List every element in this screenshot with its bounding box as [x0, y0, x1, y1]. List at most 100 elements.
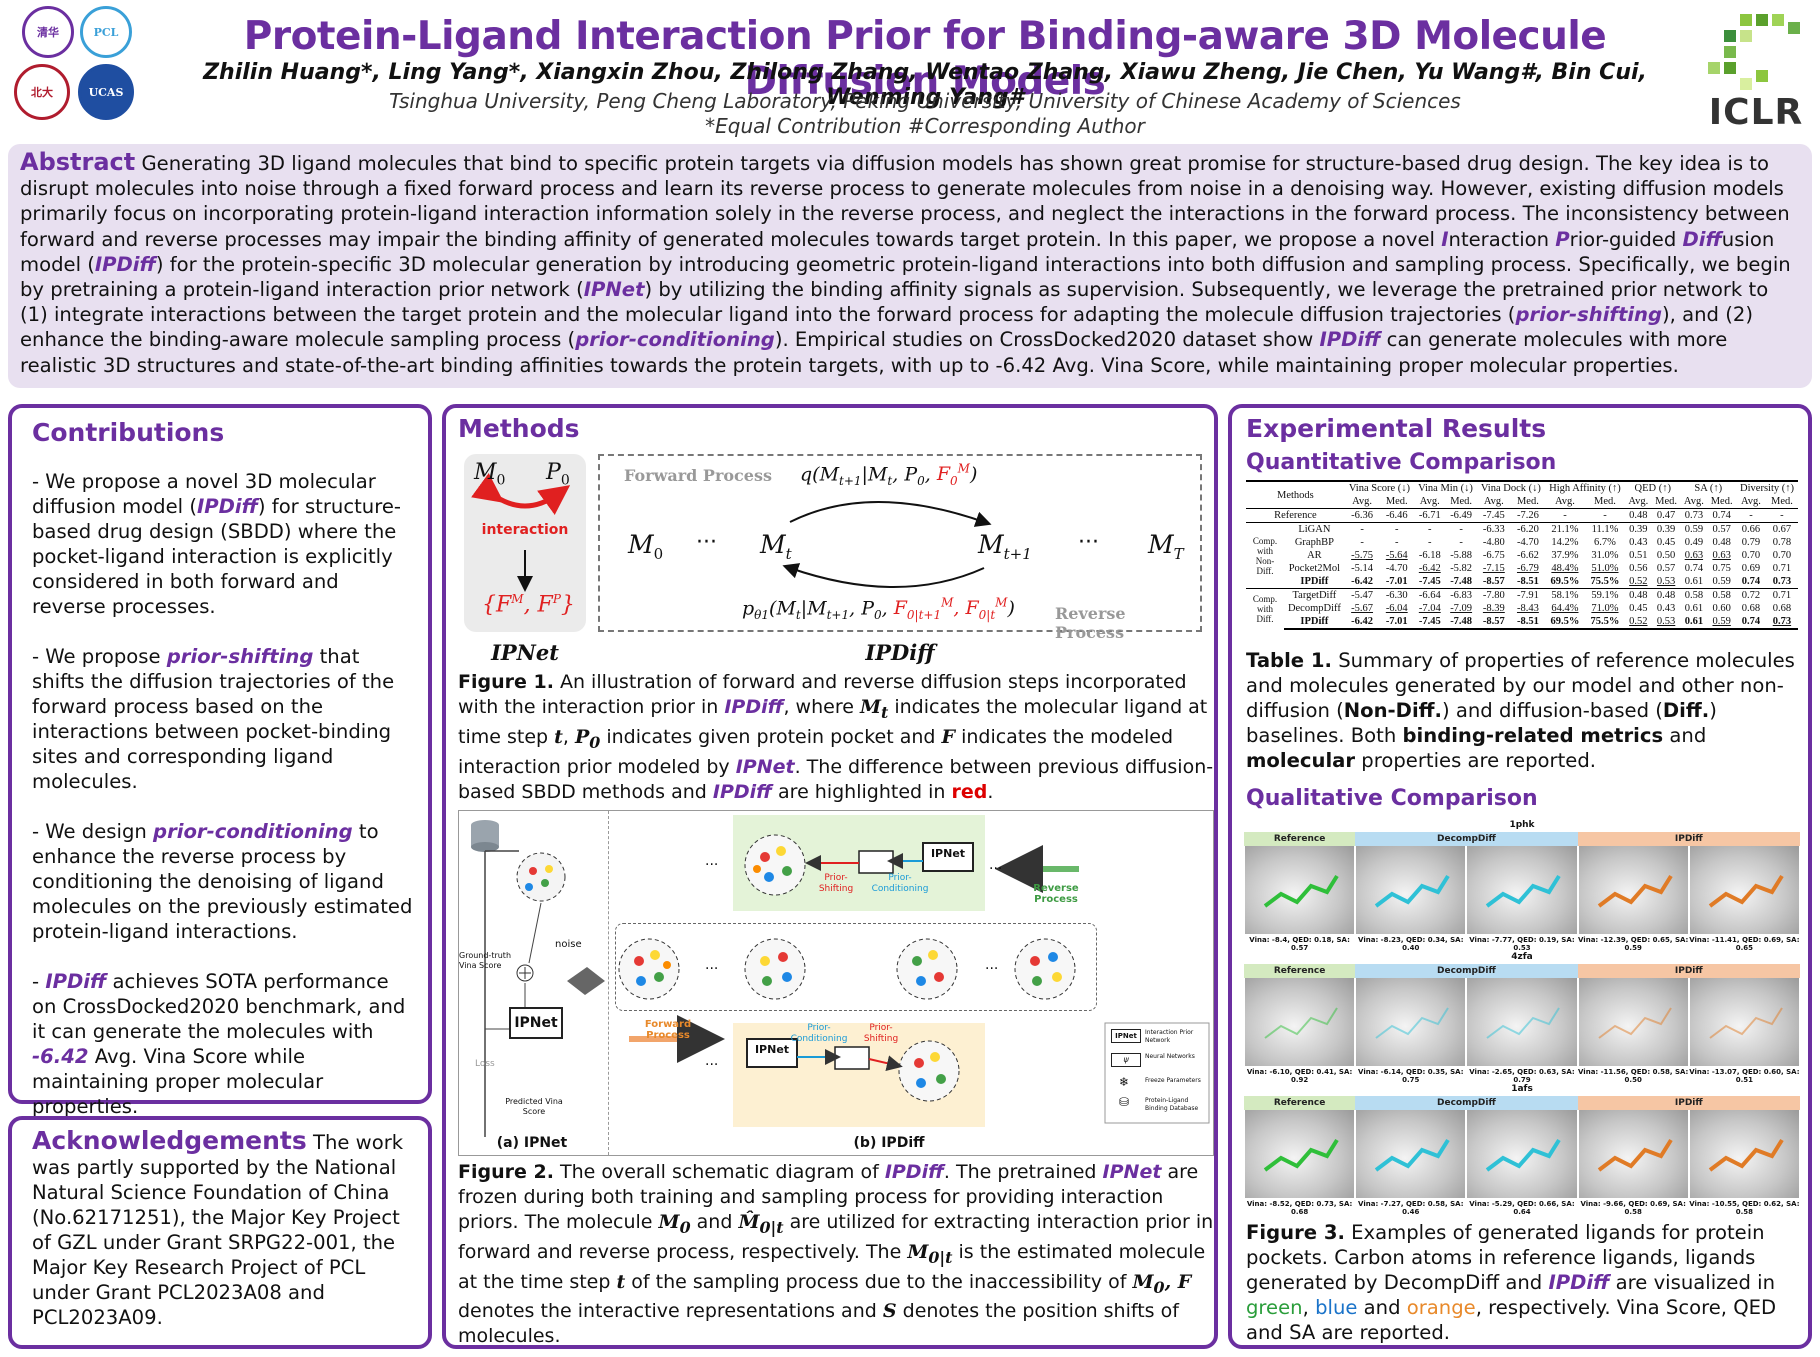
ligand-metrics-caption: Vina: -7.27, QED: 0.58, SA: 0.46 — [1358, 1200, 1464, 1216]
fig2-ipdiff-drawing — [618, 834, 1210, 1124]
table-cell: 0.78 — [1772, 537, 1792, 548]
qual-pdb-label: 1afs — [1511, 1084, 1533, 1094]
fig2-ellipsis-1: ··· — [705, 857, 719, 873]
table-cell: 0.69 — [1741, 563, 1761, 574]
ligand-stick-icon — [1263, 874, 1339, 908]
contribution-item: - We propose prior-shifting that shifts … — [32, 644, 414, 794]
table-cell: -8.39 — [1482, 603, 1505, 614]
fig2-cap-d: IPNet — [1102, 1161, 1162, 1183]
table-cell: -4.80 — [1482, 537, 1505, 548]
contrib-1a: - We propose a novel 3D molecular diffus… — [32, 470, 376, 518]
fig1-cap-h: IPNet — [735, 755, 795, 778]
fig2-reverse-prior-conditioning: Prior-Conditioning — [871, 873, 929, 894]
ligand-metrics-caption: Vina: -10.55, QED: 0.62, SA: 0.58 — [1689, 1200, 1800, 1216]
fig1-mT-node: MT — [1148, 530, 1184, 563]
acknowledgements-body: Acknowledgements The work was partly sup… — [32, 1128, 414, 1330]
table-cell: -7.91 — [1510, 588, 1545, 602]
table-cell: DecompDiff — [1287, 603, 1341, 614]
fig2-forward-process-label: Forward Process — [644, 1019, 692, 1041]
methods-panel: Methods M0 P0 interaction {FM, FP} IPNet… — [442, 404, 1218, 1349]
table-row: Comp. with Diff.TargetDiff-5.47-6.30-6.6… — [1246, 588, 1798, 629]
table-subheader-cell: Avg. — [1414, 495, 1446, 509]
table-cell: -8.51 — [1510, 615, 1545, 630]
table-cell: 69.5% — [1544, 615, 1585, 630]
fig1-forward-label: Forward Process — [624, 466, 772, 485]
abstract-text-interaction: nteraction — [1448, 227, 1556, 251]
abstract-text-3: ) by utilizing the binding affinity sign… — [20, 278, 1769, 327]
abstract-acronym-i: I — [1441, 227, 1449, 251]
table-cell: 69.5% — [1550, 576, 1580, 587]
table-cell: -6.83 — [1445, 588, 1477, 602]
ligand-metrics-caption: Vina: -6.10, QED: 0.41, SA: 0.92 — [1246, 1068, 1353, 1084]
table-cell: 0.39 — [1651, 522, 1681, 536]
contribution-item: - IPDiff achieves SOTA performance on Cr… — [32, 969, 414, 1119]
fig1-diffusion-box: Forward Process Reverse Process q(Mt+1|M… — [598, 454, 1202, 642]
table-cell: -7.09 — [1450, 603, 1473, 614]
contrib-1b: IPDiff — [196, 495, 258, 518]
table-cell: 0.57 — [1707, 522, 1737, 536]
qual-pdb-label: 4zfa — [1511, 952, 1533, 962]
contributions-panel: Contributions - We propose a novel 3D mo… — [8, 404, 432, 1118]
tcap-g: and — [1663, 724, 1707, 747]
table-cell: 0.48 — [1651, 588, 1681, 602]
table-group-label: Comp. with Non-Diff. — [1246, 522, 1284, 589]
table-cell: GraphBP — [1294, 537, 1334, 548]
table-cell: -4.70 — [1516, 537, 1539, 548]
table-cell: 0.63 — [1712, 550, 1731, 561]
fig2-cap-b: IPDiff — [884, 1161, 944, 1183]
fig2-cap-k: denotes the position shifts of molecules… — [458, 1300, 1179, 1348]
contrib-3b: prior-conditioning — [153, 820, 353, 843]
table-header-cell: Diversity (↑) — [1736, 480, 1798, 495]
fig1-m0-label: M0 — [474, 460, 506, 489]
fig1-cap-l: red — [951, 780, 988, 803]
fig1-cap-g: indicates the modeled interaction prior … — [458, 725, 1174, 778]
table-cell: -8.51 — [1516, 576, 1539, 587]
table-cell: 0.51 — [1629, 550, 1648, 561]
pku-logo: 北大 — [14, 64, 70, 120]
pcl-logo: PCL — [80, 6, 132, 58]
contrib-1c: ) for structure-based drug design (SBDD)… — [32, 495, 401, 618]
table-cell: 0.68 — [1741, 603, 1761, 614]
ligand-stick-icon — [1486, 1138, 1562, 1172]
ligand-stick-icon — [1486, 1007, 1561, 1039]
abstract-ipnet: IPNet — [583, 278, 645, 302]
table-cell: TargetDiff — [1284, 588, 1345, 602]
table-cell: IPDiff — [1284, 615, 1345, 630]
table-cell: -8.57 — [1476, 615, 1511, 630]
qual-column-label: Reference — [1244, 832, 1356, 846]
table-cell: 0.70 — [1741, 550, 1761, 561]
table-cell: 31.0% — [1591, 550, 1619, 561]
fig1-m0-node: M0 — [628, 530, 664, 563]
results-title: Experimental Results — [1246, 414, 1547, 443]
fig1-fset-text: {F — [482, 592, 512, 618]
table-cell: 0.63 — [1684, 550, 1704, 561]
table-subheader-cell: Med. — [1765, 495, 1798, 509]
fig1-cap-a: An illustration of forward and reverse d… — [458, 671, 1187, 718]
contrib-3c: to enhance the reverse process by condit… — [32, 820, 413, 943]
fig1-mt1-node: Mt+1 — [978, 530, 1032, 563]
table-cell: 64.4% — [1551, 603, 1579, 614]
table-cell: -6.49 — [1450, 510, 1473, 521]
database-icon: ⛁ — [1119, 1095, 1130, 1109]
table-cell: 0.48 — [1624, 588, 1652, 602]
table-subheader-cell: Avg. — [1624, 495, 1652, 509]
fig2-noise-label: noise — [555, 939, 582, 950]
ligand-stick-icon — [1597, 1138, 1673, 1172]
f3cap-e: , — [1302, 1296, 1316, 1319]
ligand-metrics-caption: Vina: -11.56, QED: 0.58, SA: 0.50 — [1578, 1068, 1689, 1084]
fig2-cap-e: are frozen during both training and samp… — [458, 1161, 1199, 1233]
ligand-metrics-caption: Vina: -7.77, QED: 0.19, SA: 0.53 — [1469, 936, 1575, 952]
fig2-cap-j: denotes the interactive representations … — [458, 1300, 883, 1323]
table-cell: 0.45 — [1629, 603, 1648, 614]
quant-title: Quantitative Comparison — [1246, 450, 1557, 475]
table-cell: -7.01 — [1379, 615, 1415, 630]
table-cell: 14.2% — [1551, 537, 1579, 548]
f3cap-h: orange — [1406, 1296, 1476, 1319]
acknowledgements-text: The work was partly supported by the Nat… — [32, 1131, 404, 1329]
fig2-legend-4: Protein-Ligand Binding Database — [1145, 1097, 1199, 1112]
table-cell: 0.39 — [1624, 522, 1652, 536]
fig2-loss-label: Loss — [475, 1059, 495, 1069]
table-cell: -5.82 — [1450, 563, 1473, 574]
f3cap-d: green — [1246, 1296, 1303, 1319]
